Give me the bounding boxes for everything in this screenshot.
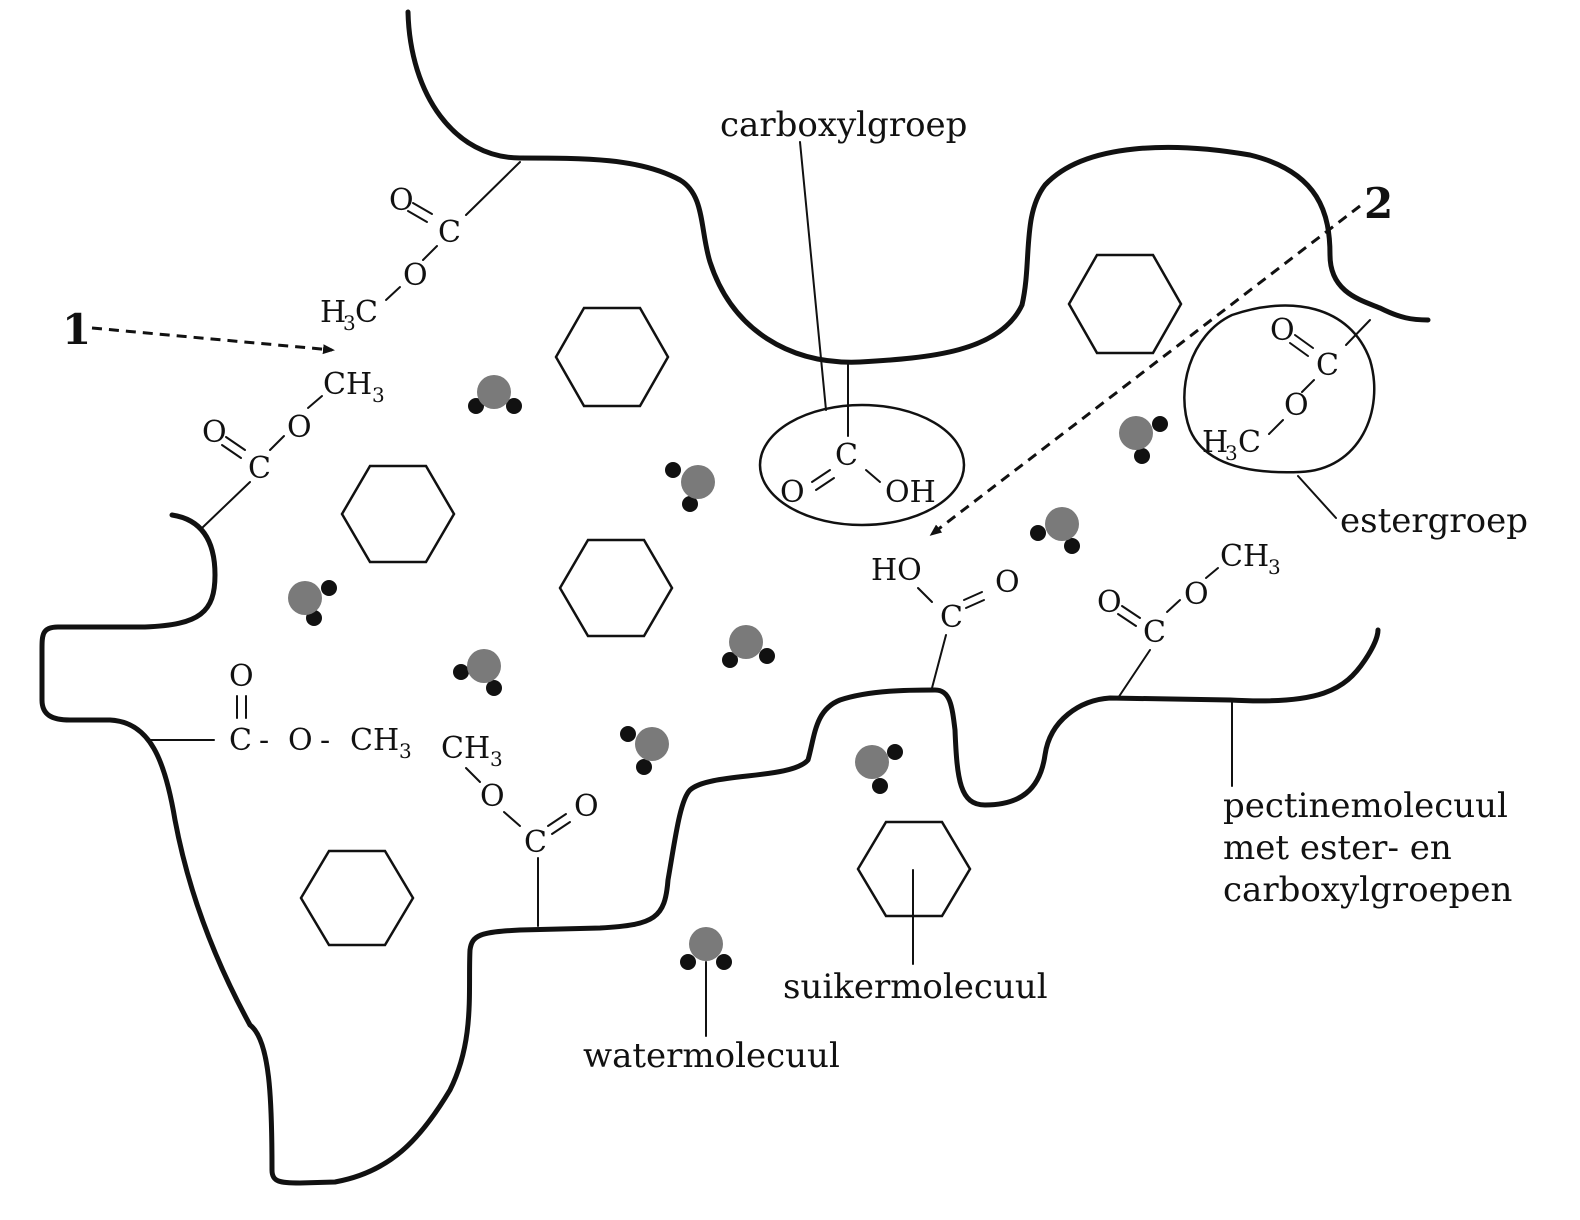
label-suikermolecuul: suikermolecuul [783,967,1048,1007]
label-watermolecuul: watermolecuul [583,1036,840,1076]
svg-text:O: O [287,410,312,445]
water-molecule-icon [288,580,337,626]
sugar-hexagon-icon [299,849,415,947]
svg-text:O: O [403,258,428,293]
svg-text:C: C [835,438,858,473]
svg-text:3: 3 [399,739,412,763]
svg-text:CH: CH [441,731,490,766]
ester-group-top-right: O C O H 3 C [1183,304,1376,474]
label-pectin-line2: met ester- en [1223,828,1452,868]
svg-text:CH: CH [323,367,372,402]
sugar-hexagon-icon [1067,253,1183,355]
svg-text:O: O [288,723,313,758]
ester-group-top-left: O C O H 3 C [320,161,521,335]
svg-text:O: O [1284,388,1309,423]
water-molecule-icon [620,726,669,775]
label-pectin-line3: carboxylgroepen [1223,870,1512,910]
svg-text:3: 3 [490,747,503,771]
pectin-chain-top [405,9,1431,365]
svg-text:3: 3 [372,383,385,407]
svg-text:C: C [355,295,378,330]
arrow-1 [91,326,335,355]
svg-text:C: C [229,723,252,758]
water-molecule-icon [722,625,775,668]
label-pectin-line1: pectinemolecuul [1223,786,1508,826]
svg-text:C: C [438,215,461,250]
ester-group-left: C O O CH 3 [201,367,385,529]
leader-carboxyl [799,141,827,411]
svg-text:H: H [320,295,346,330]
water-molecule-icon [665,462,715,512]
sugar-hexagon-icon [554,306,670,408]
svg-text:3: 3 [1225,441,1238,465]
svg-text:HO: HO [871,553,922,588]
svg-text:O: O [1184,577,1209,612]
ester-highlight-ring [1183,304,1376,474]
water-molecule-icon [453,649,502,696]
svg-text:C: C [524,825,547,860]
ester-group-horizontal: O C - O - CH 3 [147,659,412,763]
svg-text:-: - [320,723,330,758]
svg-text:O: O [574,789,599,824]
sugar-hexagon-icon [340,464,456,564]
svg-text:C: C [1316,348,1339,383]
svg-text:C: C [248,451,271,486]
svg-text:O: O [480,779,505,814]
svg-text:CH: CH [1220,539,1269,574]
carboxyl-highlight-ring [758,403,966,527]
sugar-hexagon-icon [856,820,972,918]
svg-text:CH: CH [350,723,399,758]
arrow-2 [929,204,1361,536]
svg-text:C: C [1143,615,1166,650]
ester-group-bottom-right: O C O CH 3 [1097,539,1281,699]
svg-text:OH: OH [885,475,936,510]
svg-text:O: O [995,565,1020,600]
carboxyl-group-top: C O OH [758,361,966,527]
svg-text:C: C [1238,425,1261,460]
svg-text:O: O [229,659,254,694]
svg-text:3: 3 [343,311,356,335]
label-estergroep: estergroep [1340,501,1528,541]
leader-ester [1297,475,1337,519]
svg-text:3: 3 [1268,555,1281,579]
pectin-chain-left [39,512,1381,1186]
water-molecule-icon [1030,507,1080,554]
water-molecule-icon [1119,416,1168,464]
sugar-hexagon-icon [558,538,674,638]
svg-text:H: H [1202,425,1228,460]
carboxyl-group-bottom: HO C O [871,553,1020,689]
svg-text:-: - [259,723,269,758]
label-carboxylgroep: carboxylgroep [720,105,967,145]
water-molecule-icon [855,744,903,794]
marker-1: 1 [62,305,91,354]
ester-group-bottom: CH 3 O C O [441,731,599,927]
water-molecule-icon [680,927,732,970]
water-molecule-icon [468,375,522,414]
svg-text:C: C [940,600,963,635]
marker-2: 2 [1364,179,1393,228]
